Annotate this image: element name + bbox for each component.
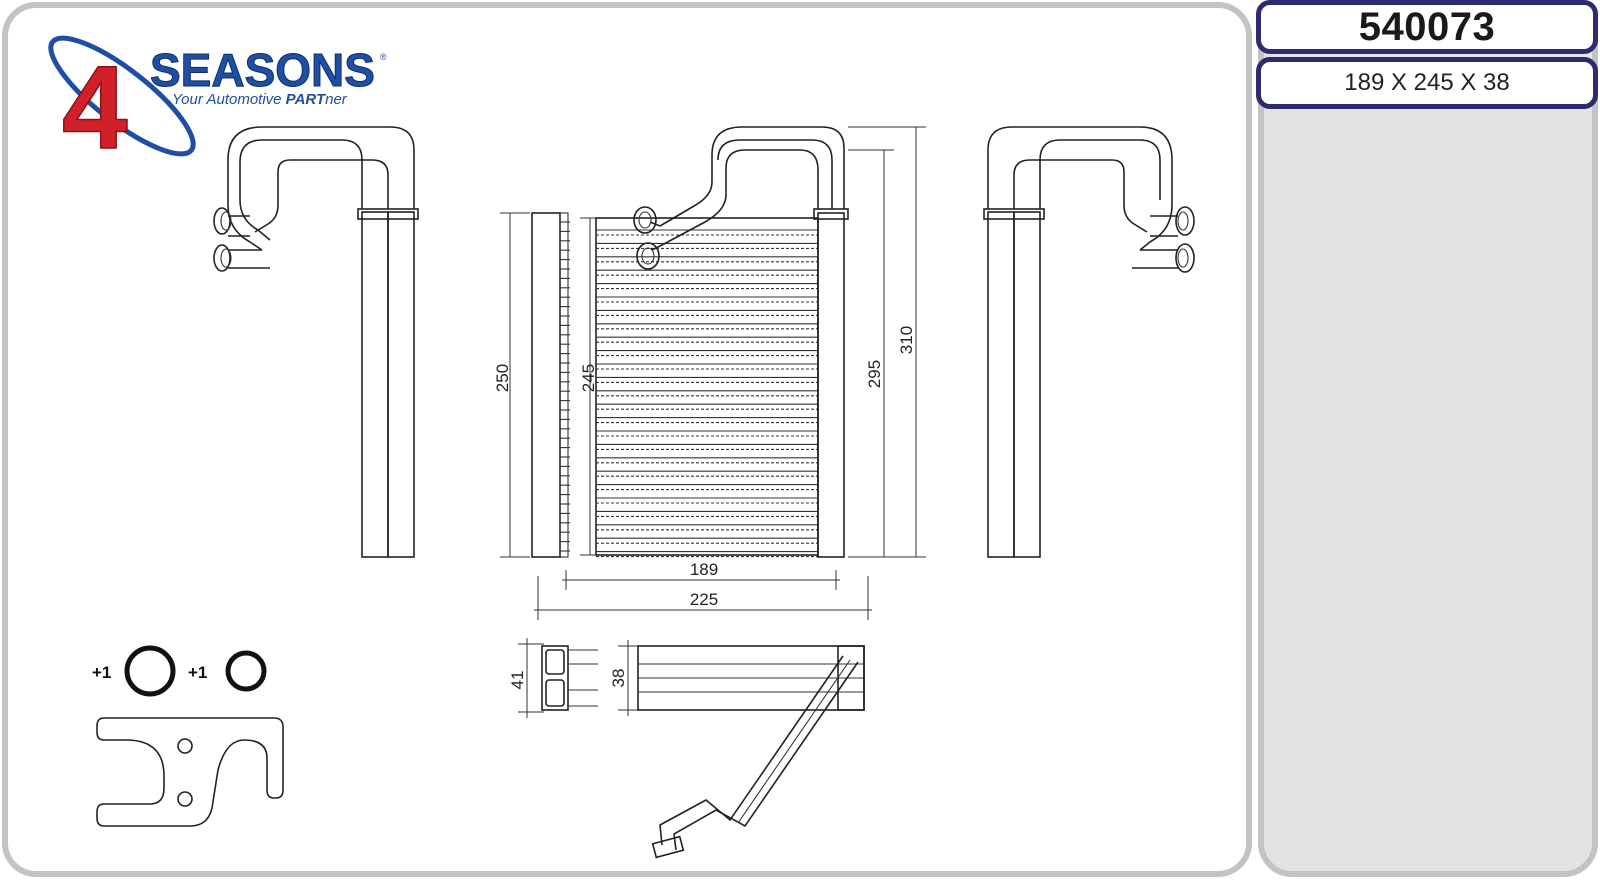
dim-38: 38 — [609, 669, 628, 688]
right-side-view — [983, 126, 1195, 558]
info-panel — [1258, 2, 1598, 877]
dim-295: 295 — [865, 360, 884, 388]
oring-large-qty: +1 — [92, 663, 111, 682]
registered-mark: ® — [380, 52, 387, 62]
oring-small-qty: +1 — [188, 663, 207, 682]
dim-310: 310 — [897, 326, 916, 354]
dim-250: 250 — [493, 364, 512, 392]
accessories: +1 +1 — [92, 645, 284, 827]
dimension-lines: 250 245 295 310 189 225 41 38 — [493, 126, 926, 718]
tagline-suffix: ner — [325, 91, 348, 108]
brand-tagline: Your Automotive PARTner — [172, 91, 348, 108]
part-number: 540073 — [1358, 4, 1496, 49]
top-view — [541, 645, 865, 859]
dim-41: 41 — [508, 671, 527, 690]
tagline-bold: PART — [286, 91, 327, 108]
brand-numeral: 4 — [62, 42, 128, 174]
oring-large-icon — [124, 645, 176, 697]
left-side-view — [213, 126, 419, 558]
dim-245: 245 — [579, 364, 598, 392]
dimensions-box: 189 X 245 X 38 — [1256, 57, 1598, 109]
oring-small-icon — [225, 650, 267, 692]
mounting-bracket-icon — [96, 717, 284, 827]
brand-logo: 4 SEASONS ® Your Automotive PARTner — [48, 35, 387, 175]
tagline-prefix: Your Automotive — [172, 91, 286, 108]
brand-name: SEASONS — [150, 44, 375, 96]
front-view — [531, 126, 849, 558]
dimensions-summary: 189 X 245 X 38 — [1344, 69, 1510, 96]
dim-189: 189 — [690, 560, 718, 579]
part-number-box: 540073 — [1256, 0, 1598, 54]
dim-225: 225 — [690, 590, 718, 609]
